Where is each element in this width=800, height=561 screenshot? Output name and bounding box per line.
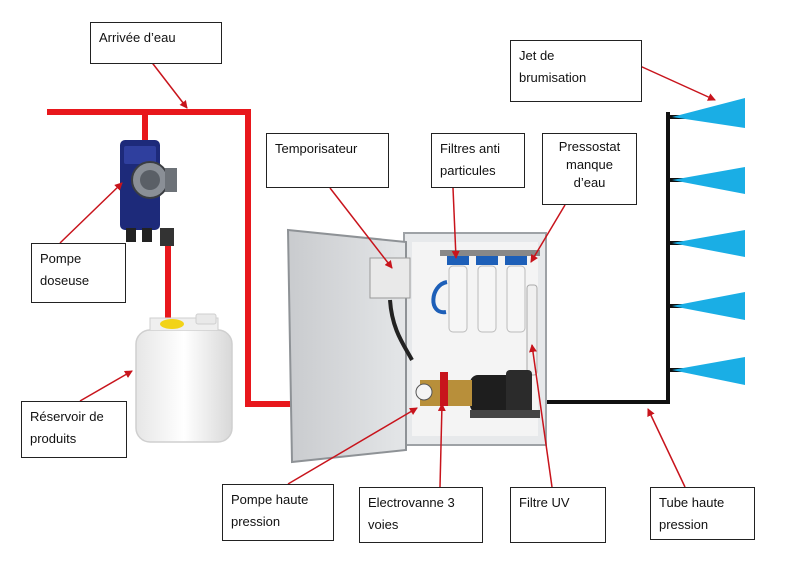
mist-nozzle-icon <box>672 98 745 385</box>
label-reservoir-line-2: produits <box>30 431 77 446</box>
label-filtre-uv-line-1: Filtre UV <box>519 495 570 510</box>
filter-cartridge-icon <box>440 250 540 333</box>
label-jet-brumisation-line-1: Jet de <box>519 48 555 63</box>
dosing-pump-icon <box>120 140 177 246</box>
label-jet-brumisation: Jet de brumisation <box>510 40 642 102</box>
label-pompe-haute-pression: Pompe haute pression <box>222 484 334 541</box>
label-filtres-line-2: particules <box>440 163 496 178</box>
label-filtres-line-1: Filtres anti <box>440 141 500 156</box>
label-arrivee-eau-line-1: Arrivée d’eau <box>99 30 176 45</box>
label-filtres-anti-particules: Filtres anti particules <box>431 133 525 188</box>
label-pompe-hp-line-2: pression <box>231 514 281 529</box>
label-pressostat-line-2: manque <box>566 157 613 172</box>
callout-pointers <box>59 59 716 488</box>
label-tube-hp-line-2: pression <box>659 517 709 532</box>
label-electrovanne-line-1: Electrovanne 3 <box>368 495 455 510</box>
label-pompe-doseuse-line-1: Pompe <box>40 251 82 266</box>
label-arrivee-eau: Arrivée d’eau <box>90 22 222 64</box>
label-electrovanne-line-2: voies <box>368 517 399 532</box>
label-filtre-uv: Filtre UV <box>510 487 606 543</box>
label-temporisateur-line-1: Temporisateur <box>275 141 358 156</box>
label-jet-brumisation-line-2: brumisation <box>519 70 587 85</box>
label-pompe-doseuse-line-2: doseuse <box>40 273 90 288</box>
control-cabinet-icon <box>286 228 547 464</box>
label-pompe-hp-line-1: Pompe haute <box>231 492 309 507</box>
label-temporisateur: Temporisateur <box>266 133 389 188</box>
label-tube-hp-line-1: Tube haute <box>659 495 725 510</box>
product-canister-icon <box>135 313 233 443</box>
label-reservoir-produits: Réservoir de produits <box>21 401 127 458</box>
label-pressostat-line-3: d’eau <box>573 175 606 190</box>
label-electrovanne: Electrovanne 3 voies <box>359 487 483 543</box>
label-pressostat: Pressostat manque d’eau <box>542 133 637 205</box>
label-reservoir-line-1: Réservoir de <box>30 409 104 424</box>
label-pressostat-line-1: Pressostat <box>558 139 621 154</box>
label-pompe-doseuse: Pompe doseuse <box>31 243 126 303</box>
label-tube-haute-pression: Tube haute pression <box>650 487 755 540</box>
